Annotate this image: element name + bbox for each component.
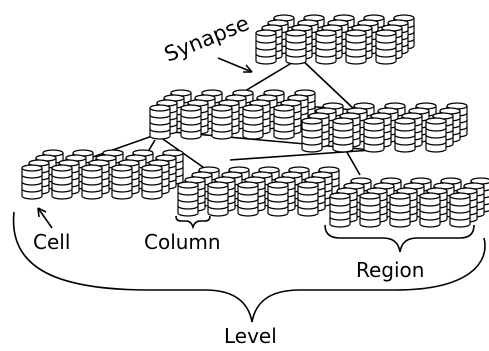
cell-cylinder: [315, 29, 337, 65]
cell-cylinder: [419, 192, 441, 228]
cell-cylinder: [375, 29, 397, 65]
cell-cylinder: [285, 29, 307, 65]
region-top: [255, 14, 415, 65]
cell-cylinder: [81, 164, 103, 200]
cell-cylinder: [149, 104, 171, 140]
cell-cylinder: [211, 104, 233, 140]
cell-cylinder: [237, 181, 259, 217]
region-middle-left: [149, 89, 316, 140]
cell-cylinder: [394, 117, 416, 153]
region-bottom-right: [329, 177, 489, 228]
cell-cylinder: [267, 181, 289, 217]
cell-cylinder: [141, 164, 163, 200]
region-bottom-middle: [177, 166, 340, 217]
cell-cylinder: [242, 104, 264, 140]
cell-cylinder: [111, 164, 133, 200]
cell-cylinder: [301, 117, 323, 153]
region-middle-right: [301, 102, 468, 153]
cell-cylinder: [425, 117, 447, 153]
cell-cylinder: [255, 29, 277, 65]
cell-cylinder: [180, 104, 202, 140]
synapse-label: Synapse: [161, 11, 253, 67]
cell-cylinder: [177, 181, 199, 217]
level-brace: [12, 211, 486, 323]
cell-cylinder: [363, 117, 385, 153]
level-label: Level: [224, 324, 277, 348]
cell-label: Cell: [33, 230, 70, 254]
region-brace: [324, 224, 475, 253]
cell-cylinder: [21, 164, 43, 200]
cell-cylinder: [449, 192, 471, 228]
cell-arrow: [37, 207, 53, 229]
cell-cylinder: [389, 192, 411, 228]
column-brace: [175, 215, 211, 230]
cell-cylinder: [332, 117, 354, 153]
connection-line: [299, 57, 356, 111]
region-label: Region: [356, 258, 424, 282]
cell-cylinder: [359, 192, 381, 228]
cell-cylinder: [51, 164, 73, 200]
region-bottom-left: [21, 149, 184, 200]
cell-cylinder: [297, 181, 319, 217]
cell-cylinder: [329, 192, 351, 228]
synapse-arrow: [217, 57, 253, 73]
column-label: Column: [144, 230, 221, 254]
cell-cylinder: [345, 29, 367, 65]
cell-cylinder: [207, 181, 229, 217]
cell-cylinder: [273, 104, 295, 140]
